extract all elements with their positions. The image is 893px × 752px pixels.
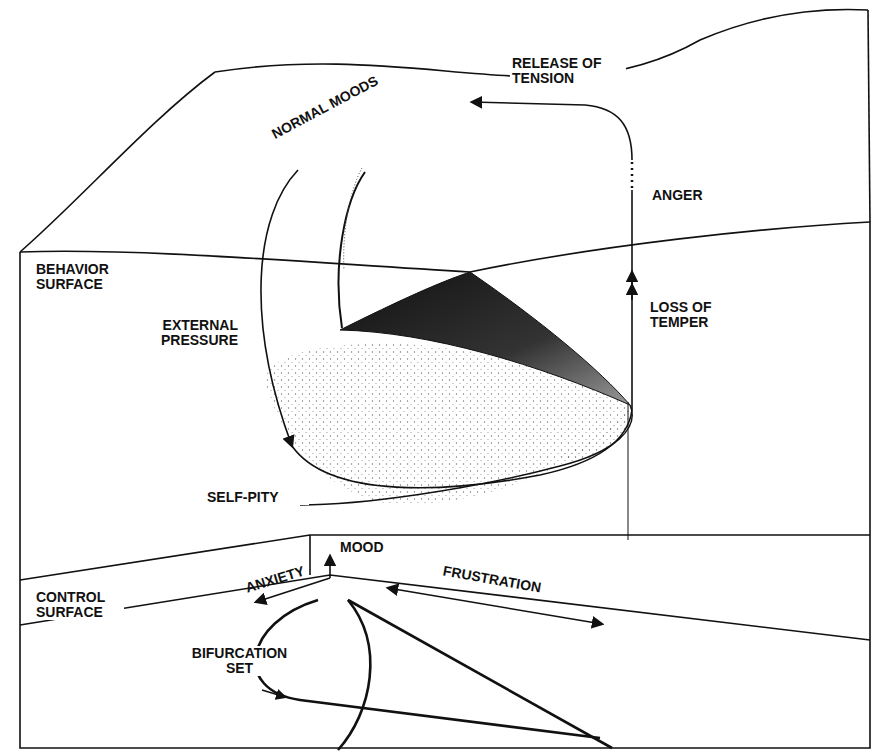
text-label: BIFURCATION SET xyxy=(180,646,299,676)
cycle-arrow xyxy=(262,690,285,697)
box-frame xyxy=(20,9,870,748)
text-label: CONTROL SURFACE xyxy=(34,590,124,620)
pleat-edge xyxy=(339,172,365,328)
bifurcation-curve xyxy=(255,600,612,750)
text-label: SELF-PITY xyxy=(205,490,309,505)
cusp-pleat xyxy=(340,272,630,405)
text-label: ANGER xyxy=(650,188,724,203)
text-label: EXTERNAL PRESSURE xyxy=(140,318,240,348)
text-label: NORMAL MOODS xyxy=(262,69,387,145)
text-label: ANXIETY xyxy=(228,559,322,601)
fold-edge xyxy=(300,405,632,505)
text-label: LOSS OF TEMPER xyxy=(648,300,732,330)
control-axes xyxy=(256,556,602,624)
text-label: BEHAVIOR SURFACE xyxy=(34,262,134,292)
pleat-dots xyxy=(344,168,362,270)
text-label: MOOD xyxy=(338,540,402,555)
behavior-trajectory xyxy=(261,102,632,540)
text-label: FRUSTRATION xyxy=(425,560,560,598)
text-label: RELEASE OF TENSION xyxy=(510,56,626,86)
